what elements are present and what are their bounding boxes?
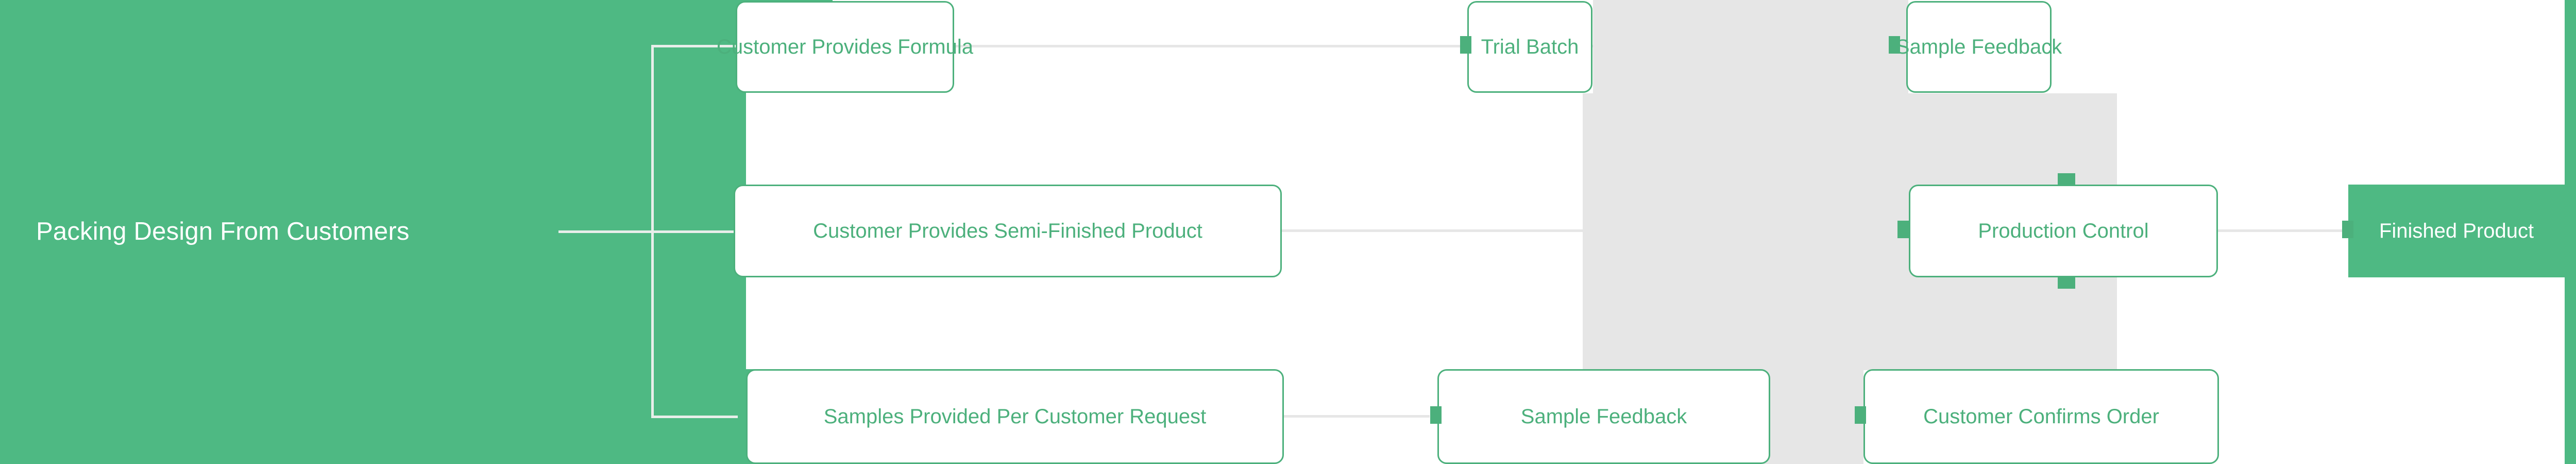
edge-feedback-bottom-to-confirm	[1771, 415, 1856, 418]
handle-customer-confirms-order-left	[1855, 406, 1866, 424]
node-sample-feedback-bottom[interactable]: Sample Feedback	[1437, 369, 1770, 464]
edge-trial-to-feedback-top	[1591, 45, 1889, 47]
handle-sample-feedback-top-left	[1889, 36, 1900, 54]
node-label: Sample Feedback	[1895, 36, 2062, 58]
handle-sample-feedback-bottom-left	[1430, 406, 1442, 424]
node-label: Production Control	[1978, 220, 2149, 242]
edge-formula-to-trial	[953, 45, 1461, 47]
node-samples-provided-per-customer-request[interactable]: Samples Provided Per Customer Request	[746, 369, 1284, 464]
finished-product-strip	[2565, 0, 2576, 464]
node-label: Samples Provided Per Customer Request	[823, 405, 1207, 428]
node-trial-batch[interactable]: Trial Batch	[1467, 1, 1592, 93]
node-customer-confirms-order[interactable]: Customer Confirms Order	[1863, 369, 2219, 464]
root-node-label: Packing Design From Customers	[36, 218, 410, 246]
edge-root-to-formula	[651, 45, 738, 47]
node-label: Sample Feedback	[1520, 405, 1687, 428]
node-label: Trial Batch	[1481, 36, 1579, 58]
edge-samples-to-feedback-bottom	[1283, 415, 1430, 418]
edge-root-stem	[558, 230, 653, 233]
node-finished-product[interactable]: Finished Product	[2348, 185, 2565, 277]
node-customer-provides-formula[interactable]: Customer Provides Formula	[717, 1, 973, 93]
edge-root-to-semi	[651, 230, 738, 233]
edge-root-to-samples	[651, 416, 738, 418]
node-label: Customer Provides Semi-Finished Product	[813, 220, 1202, 242]
handle-trial-batch-left	[1460, 36, 1471, 54]
edge-production-to-finished	[2218, 229, 2347, 232]
edge-semi-to-production	[1281, 229, 1896, 232]
node-label: Customer Confirms Order	[1923, 405, 2159, 428]
node-sample-feedback-top[interactable]: Sample Feedback	[1896, 1, 2062, 93]
handle-production-control-bottom	[2058, 277, 2075, 289]
node-label: Customer Provides Formula	[717, 36, 973, 58]
handle-production-control-top	[2058, 173, 2075, 185]
node-customer-provides-semi-finished-product[interactable]: Customer Provides Semi-Finished Product	[734, 185, 1282, 277]
node-label: Finished Product	[2379, 220, 2534, 242]
handle-production-control-left	[1897, 221, 1909, 238]
node-production-control[interactable]: Production Control	[1909, 185, 2218, 277]
handle-finished-product-left	[2342, 221, 2353, 238]
